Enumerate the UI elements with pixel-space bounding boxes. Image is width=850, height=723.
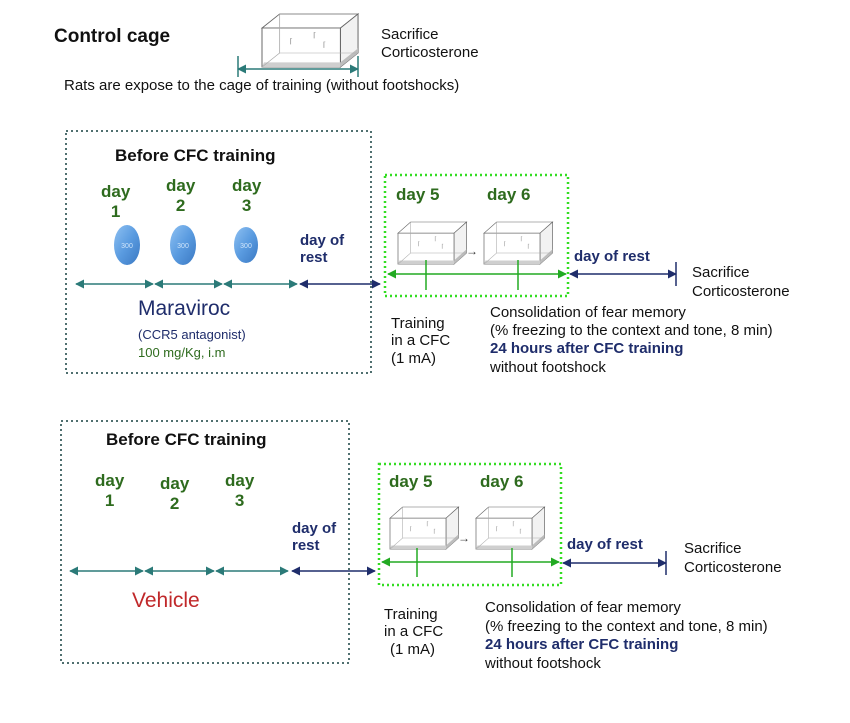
cage-icon xyxy=(483,221,553,265)
control-sacrifice-label: Sacrifice xyxy=(381,26,439,43)
vehicle-day6-label: day 6 xyxy=(480,472,524,491)
vehicle-24h-text: 24 hours after CFC training xyxy=(485,636,679,653)
maraviroc-freezing-text: (% freezing to the context and tone, 8 m… xyxy=(490,322,773,339)
vehicle-treatment-label: Vehicle xyxy=(132,589,200,612)
control-cage-icon xyxy=(261,13,359,68)
maraviroc-24h-text: 24 hours after CFC training xyxy=(490,340,684,357)
vehicle-without-footshock-text: without footshock xyxy=(485,655,601,672)
control-corticosterone-label: Corticosterone xyxy=(381,44,479,61)
control-exposure-text: Rats are expose to the cage of training … xyxy=(64,77,460,94)
maraviroc-drug-name: Maraviroc xyxy=(138,297,231,320)
control-cage-title: Control cage xyxy=(54,26,171,47)
vehicle-freezing-text: (% freezing to the context and tone, 8 m… xyxy=(485,618,768,635)
vehicle-day5-label: day 5 xyxy=(389,472,433,491)
maraviroc-rest-after-label: day of rest xyxy=(574,248,650,265)
pill-icon: 300 xyxy=(234,227,258,263)
maraviroc-day6-label: day 6 xyxy=(487,185,531,204)
vehicle-rest-after-label: day of rest xyxy=(567,536,643,553)
vehicle-before-title: Before CFC training xyxy=(106,430,267,449)
maraviroc-drug-class: (CCR5 antagonist) xyxy=(138,327,246,342)
vehicle-corticosterone-label: Corticosterone xyxy=(684,559,782,576)
pill-icon: 300 xyxy=(114,225,140,265)
maraviroc-training-label: Training in a CFC (1 mA) xyxy=(391,315,451,367)
cage-icon xyxy=(389,506,459,550)
maraviroc-corticosterone-label: Corticosterone xyxy=(692,283,790,300)
vehicle-consolidation-text: Consolidation of fear memory xyxy=(485,599,681,616)
maraviroc-without-footshock-text: without footshock xyxy=(490,359,606,376)
vehicle-training-box xyxy=(377,462,563,587)
cage-icon xyxy=(475,506,545,550)
svg-text:300: 300 xyxy=(240,243,252,250)
maraviroc-before-box xyxy=(65,130,372,374)
vehicle-training-label: Training in a CFC (1 mA) xyxy=(384,606,444,658)
arrow-icon: → xyxy=(466,244,478,258)
svg-text:300: 300 xyxy=(121,243,133,250)
maraviroc-training-box xyxy=(383,173,570,298)
vehicle-sacrifice-label: Sacrifice xyxy=(684,540,742,557)
arrow-icon: → xyxy=(458,531,470,545)
maraviroc-day5-label: day 5 xyxy=(396,185,440,204)
maraviroc-sacrifice-label: Sacrifice xyxy=(692,264,750,281)
pill-icon: 300 xyxy=(170,225,196,265)
cage-icon xyxy=(397,221,467,265)
svg-text:300: 300 xyxy=(177,243,189,250)
maraviroc-before-title: Before CFC training xyxy=(115,146,276,165)
maraviroc-drug-dose: 100 mg/Kg, i.m xyxy=(138,345,226,360)
maraviroc-consolidation-text: Consolidation of fear memory xyxy=(490,304,686,321)
